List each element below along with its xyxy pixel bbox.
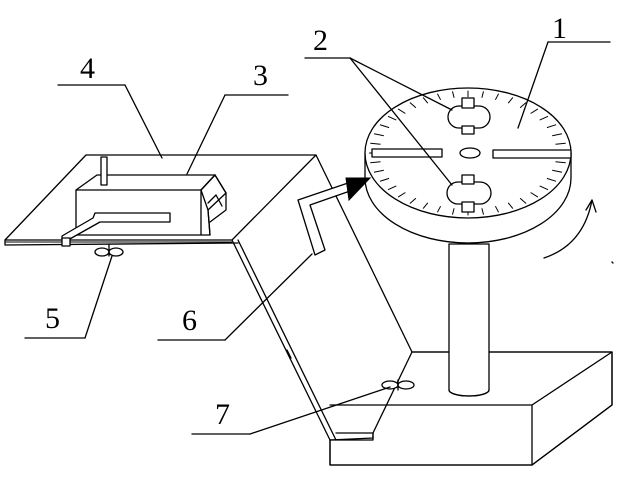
scale-tick (507, 202, 514, 209)
callout-6: 6 (182, 304, 197, 337)
spray-arrowhead (345, 177, 372, 202)
sample-holder-top (447, 97, 491, 135)
callout-7: 7 (215, 398, 230, 431)
leader-3-diag (186, 94, 226, 175)
scale-tick (530, 192, 539, 198)
leader-1-diag (517, 41, 549, 129)
scale-tick (379, 177, 390, 182)
scale-tick (494, 93, 500, 101)
scale-tick (539, 185, 549, 191)
scale-tick (409, 102, 417, 109)
disc-slot-left (371, 148, 443, 158)
disc-scale-ticks (369, 90, 567, 216)
fan-5 (94, 243, 124, 257)
callout-4: 4 (80, 52, 95, 85)
scale-tick (507, 97, 514, 104)
disc-slot-right (492, 149, 572, 159)
scale-tick (546, 177, 557, 182)
leader-4-diag (124, 84, 163, 159)
scale-tick (373, 133, 384, 137)
scale-tick (379, 124, 390, 129)
scale-tick (436, 93, 442, 101)
scale-tick (481, 208, 484, 215)
scale-tick (555, 142, 566, 145)
leader-7-diag (249, 386, 391, 435)
scale-tick (494, 205, 500, 213)
scale-tick (555, 161, 566, 164)
scale-tick (452, 208, 455, 215)
leader-lines (24, 41, 611, 435)
scale-tick (481, 91, 484, 98)
scale-tick (422, 97, 429, 104)
nozzle-tube (297, 177, 372, 256)
scale-tick (552, 133, 563, 137)
scale-tick (546, 124, 557, 129)
leader-5-diag (84, 255, 113, 339)
callout-2: 2 (313, 24, 328, 57)
scale-tick (397, 108, 406, 114)
scale-tick (422, 202, 429, 209)
rotary-disc (364, 87, 572, 244)
leader-2-a (349, 57, 453, 111)
scale-tick (409, 197, 417, 204)
base-plate (329, 351, 613, 466)
scale-tick (436, 205, 442, 213)
leader-2-b (349, 57, 453, 186)
leader-6-diag (224, 253, 313, 341)
scale-tick (370, 142, 381, 145)
scale-tick (387, 185, 397, 191)
scale-tick (387, 115, 397, 121)
container-box (61, 156, 227, 247)
fan-7 (381, 379, 415, 391)
disc-center-hole (459, 147, 481, 159)
scale-tick (452, 91, 455, 98)
sample-holder-bottom (446, 174, 492, 213)
scale-tick (397, 192, 406, 198)
support-column (448, 243, 490, 397)
callout-3: 3 (253, 59, 268, 92)
scale-tick (530, 108, 539, 114)
scale-tick (519, 102, 527, 109)
scale-tick (539, 115, 549, 121)
scale-tick (519, 197, 527, 204)
scale-tick (370, 161, 381, 164)
rotation-arrow (543, 199, 614, 264)
callout-5: 5 (45, 302, 60, 335)
callout-1: 1 (552, 12, 567, 45)
scale-tick (373, 169, 384, 173)
scale-tick (552, 169, 563, 173)
